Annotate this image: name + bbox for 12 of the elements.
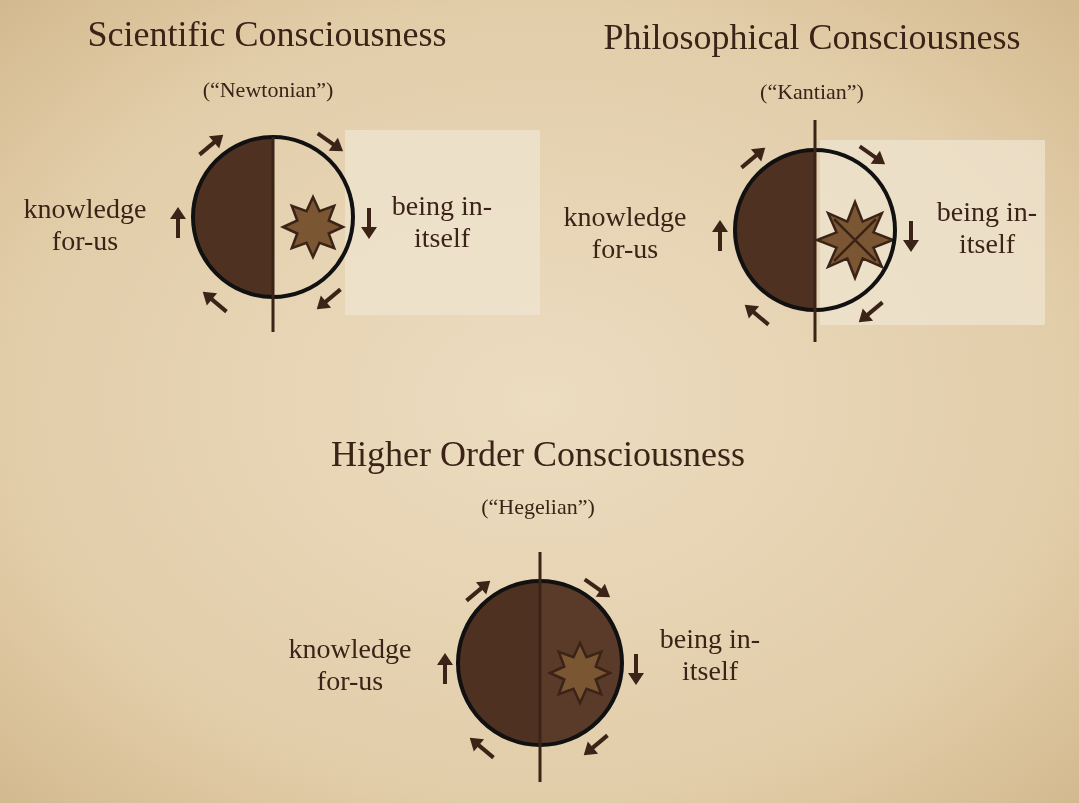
subheading: (“Newtonian”) — [202, 77, 334, 103]
subheading: (“Kantian”) — [760, 79, 864, 105]
side-label: knowledge for-us — [562, 200, 688, 266]
heading: Philosophical Consciousness — [603, 17, 1021, 59]
side-label: being in-itself — [935, 195, 1039, 261]
heading: Higher Order Consciousness — [331, 434, 745, 476]
heading: Scientific Consciousness — [87, 14, 447, 56]
side-label: knowledge for-us — [22, 192, 148, 258]
subheading: (“Hegelian”) — [481, 494, 595, 520]
side-label: knowledge for-us — [287, 632, 413, 698]
side-label: being in-itself — [390, 189, 494, 255]
side-label: being in-itself — [658, 622, 762, 688]
